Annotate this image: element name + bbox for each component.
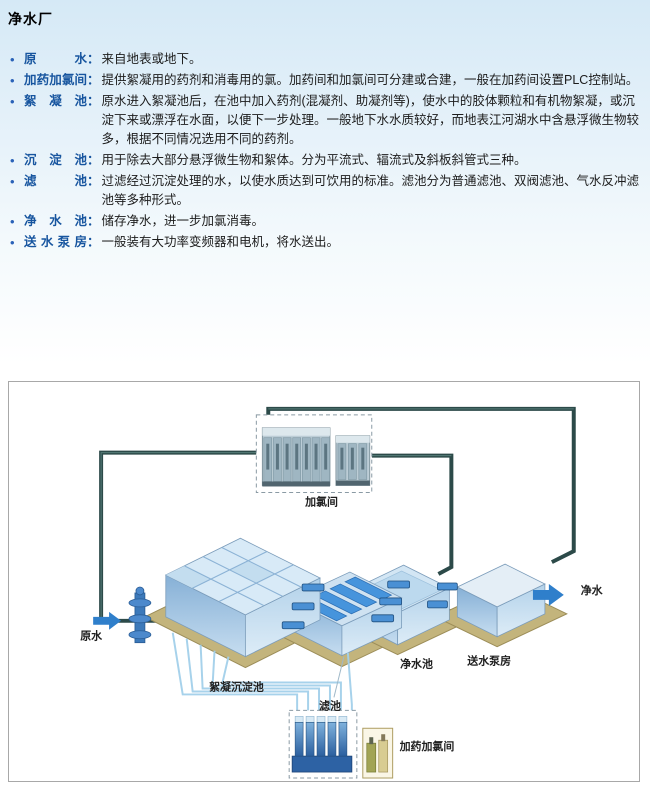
term-description: 储存净水，进一步加氯消毒。 — [101, 214, 265, 228]
electrical-cabinet-left — [261, 427, 331, 487]
label-pump-house: 送水泵房 — [466, 654, 511, 668]
colon: ： — [87, 153, 100, 167]
tank-baffle-grid — [184, 546, 302, 607]
label-chlorination-room: 加氯间 — [304, 494, 338, 508]
bullet-icon: • — [10, 174, 15, 189]
list-item: • 加药加氯间： 提供絮凝用的药剂和消毒用的氯。加药间和加氯间可分建或合建，一般… — [10, 71, 642, 90]
term-text: 净水池 — [24, 214, 87, 228]
label-flocculation-tank: 絮凝沉淀池 — [209, 679, 264, 693]
bullet-icon: • — [10, 153, 15, 168]
filter-label-leader — [333, 656, 345, 698]
definition-list: • 原水： 来自地表或地下。 • 加药加氯间： 提供絮凝用的药剂和消毒用的氯。加… — [0, 50, 650, 252]
colon: ： — [87, 52, 100, 66]
term-description: 一般装有大功率变频器和电机，将水送出。 — [101, 235, 340, 249]
list-item: • 滤池： 过滤经过沉淀处理的水，以使水质达到可饮用的标准。滤池分为普通滤池、双… — [10, 172, 642, 210]
colon: ： — [87, 174, 100, 188]
dosing-columns — [294, 716, 348, 757]
dosing-tubes — [171, 632, 353, 721]
diagram-svg: 加氯间 原水 絮凝沉淀池 滤池 净水池 送水泵房 净水 加药加氯间 — [80, 406, 604, 779]
chlorination-room — [255, 414, 373, 493]
term-description: 过滤经过沉淀处理的水，以使水质达到可饮用的标准。滤池分为普通滤池、双阀滤池、气水… — [101, 174, 640, 207]
label-clean-water: 净水 — [581, 583, 604, 597]
colon: ： — [87, 214, 100, 228]
clean-water-arrow-icon — [532, 583, 564, 606]
list-item: • 絮凝池： 原水进入絮凝池后，在池中加入药剂(混凝剂、助凝剂等)，使水中的胶体… — [10, 92, 642, 149]
term-description: 用于除去大部分悬浮微生物和絮体。分为平流式、辐流式及斜板斜管式三种。 — [101, 153, 527, 167]
colon: ： — [87, 94, 100, 108]
bullet-icon: • — [10, 235, 15, 250]
label-dosing-room: 加药加氯间 — [399, 739, 455, 753]
colon: ： — [87, 73, 100, 87]
label-clean-water-tank: 净水池 — [400, 657, 433, 671]
connector-pipes — [281, 580, 458, 630]
page-title: 净水厂 — [8, 11, 53, 27]
list-item: • 净水池： 储存净水，进一步加氯消毒。 — [10, 212, 642, 231]
inlet-pump — [128, 586, 152, 644]
colon: ： — [87, 235, 100, 249]
raw-water-arrow-icon — [93, 611, 122, 630]
chemical-bottle-cabinet — [362, 727, 394, 779]
bullet-icon: • — [10, 94, 15, 109]
term-text: 滤池 — [24, 174, 87, 188]
dosing-room — [288, 709, 394, 779]
bullet-icon: • — [10, 73, 15, 88]
electrical-cabinet-right — [335, 435, 371, 486]
term-text: 絮凝池 — [24, 94, 87, 108]
term-text: 送水泵房 — [24, 235, 87, 249]
term-text: 沉淀池 — [24, 153, 87, 167]
term-text: 加药加氯间 — [24, 73, 87, 87]
term-description: 原水进入絮凝池后，在池中加入药剂(混凝剂、助凝剂等)，使水中的胶体颗粒和有机物絮… — [101, 94, 640, 146]
label-raw-water: 原水 — [80, 629, 103, 643]
label-filter-tank: 滤池 — [319, 698, 341, 712]
pipe-highlights — [100, 408, 574, 621]
term-text: 原水 — [24, 52, 87, 66]
list-item: • 沉淀池： 用于除去大部分悬浮微生物和絮体。分为平流式、辐流式及斜板斜管式三种… — [10, 151, 642, 170]
bullet-icon: • — [10, 214, 15, 229]
list-item: • 原水： 来自地表或地下。 — [10, 50, 642, 69]
list-item: • 送水泵房： 一般装有大功率变频器和电机，将水送出。 — [10, 233, 642, 252]
term-description: 来自地表或地下。 — [101, 52, 202, 66]
flocculation-sedimentation-tank — [164, 537, 321, 658]
bullet-icon: • — [10, 52, 15, 67]
water-plant-diagram: 加氯间 原水 絮凝沉淀池 滤池 净水池 送水泵房 净水 加药加氯间 — [8, 381, 640, 782]
term-description: 提供絮凝用的药剂和消毒用的氯。加药间和加氯间可分建或合建，一般在加药间设置PLC… — [101, 73, 639, 87]
